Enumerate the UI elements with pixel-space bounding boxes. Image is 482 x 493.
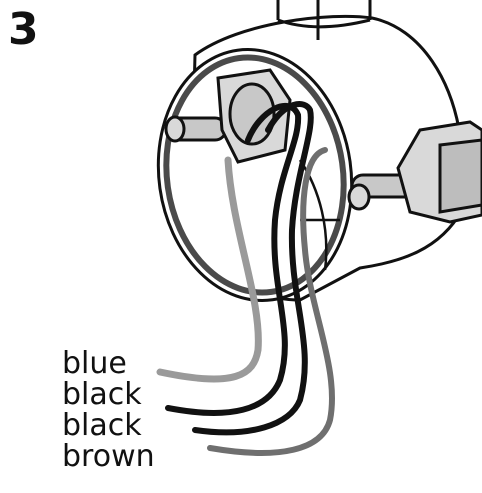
wire-brown [207,147,336,456]
wire-black-2 [192,101,314,436]
right-mounting-screw [347,120,482,224]
wire-blue [156,156,262,383]
wire-label-blue: blue [62,346,127,381]
step-number: 3 [8,4,39,55]
box-top-tab [276,0,372,40]
wire-label-black: black [62,377,142,412]
wire-color-legend: blue black black brown [62,348,155,472]
left-mounting-screw [164,68,292,164]
wire-label-black: black [62,408,142,443]
wire-label-brown: brown [62,439,155,474]
